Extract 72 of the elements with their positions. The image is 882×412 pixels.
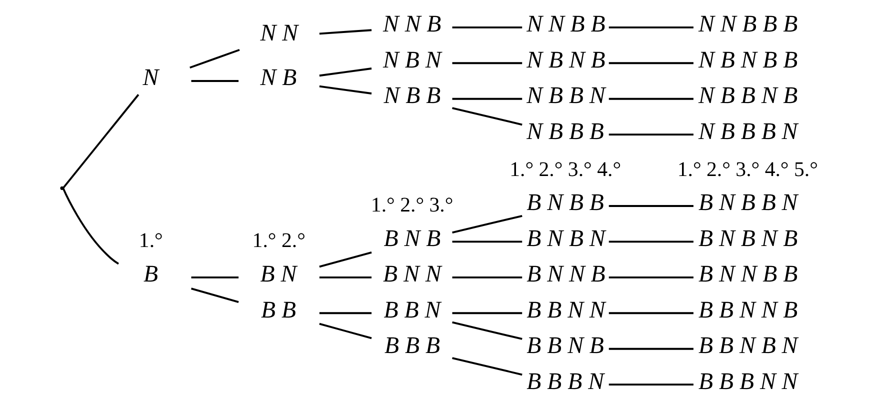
connector	[318, 68, 372, 77]
node-text: N B B	[383, 83, 440, 110]
label: 1.° 2.° 3.° 4.° 5.°	[676, 156, 818, 181]
connector	[318, 312, 372, 314]
node-text: N B N B	[526, 47, 605, 74]
node-text: B N B B	[526, 190, 604, 216]
connector	[608, 240, 693, 243]
node-text: B N	[260, 262, 296, 288]
connector	[608, 205, 693, 207]
node-text: B N B B N	[698, 190, 798, 216]
node-text: B	[142, 262, 158, 288]
connector	[452, 276, 522, 278]
connector	[608, 384, 693, 386]
node-text: N N B B B	[698, 12, 798, 38]
connector	[608, 312, 693, 314]
node-text: N B N B B	[698, 47, 798, 74]
connector	[452, 321, 522, 340]
connector	[608, 276, 693, 278]
connector	[452, 240, 522, 243]
node-text: B B N B	[526, 333, 604, 360]
connector	[452, 357, 522, 376]
node-text: N B B N	[526, 83, 605, 110]
connector	[452, 107, 522, 126]
node-text: B B N N B	[698, 297, 798, 324]
node-text: N B B N B	[698, 83, 798, 110]
label: 1.° 2.°	[252, 228, 305, 252]
node-text: B N B N B	[698, 226, 798, 252]
node-text: B B	[260, 297, 296, 324]
connector	[452, 214, 522, 234]
connector	[318, 85, 372, 94]
connector	[452, 26, 522, 28]
label: 1.°	[138, 228, 162, 252]
connector	[189, 48, 240, 69]
node-text: N B	[260, 65, 296, 92]
node-text: B N B N	[526, 226, 605, 252]
connector	[318, 322, 372, 340]
connector	[452, 62, 522, 64]
node-text: N B B B N	[698, 118, 798, 145]
node-text: N N B	[382, 12, 441, 38]
connector	[318, 29, 372, 35]
node-text: N B B B	[526, 118, 604, 145]
label: 1.° 2.° 3.°	[370, 192, 453, 217]
node-text: B N N	[382, 262, 441, 288]
node-text: B B N N	[526, 297, 605, 324]
node-text: B B N B N	[698, 333, 798, 360]
connector	[190, 288, 238, 303]
node-text: B B B	[384, 333, 440, 360]
connector	[608, 98, 693, 100]
connector	[608, 62, 693, 64]
connector	[452, 312, 522, 314]
node-text: B N B	[383, 226, 440, 252]
node-text: N B N	[382, 47, 441, 74]
node-point	[60, 186, 64, 190]
node-text: B B N	[383, 297, 440, 324]
node-text: N	[142, 65, 158, 92]
node-text: N N B B	[526, 12, 605, 38]
connector	[608, 134, 693, 136]
node-text: B N N B B	[698, 262, 798, 288]
connector	[608, 348, 693, 350]
connector	[190, 276, 238, 278]
node-text: B B B N N	[698, 368, 798, 395]
connector	[62, 188, 119, 265]
connector	[62, 94, 139, 189]
connector	[318, 252, 372, 268]
connector	[190, 80, 238, 82]
connector	[318, 276, 372, 278]
node-text: B B B N	[526, 368, 604, 395]
connector	[608, 26, 693, 28]
node-text: N N	[260, 20, 298, 47]
node-text: B N N B	[526, 262, 605, 288]
label: 1.° 2.° 3.° 4.°	[509, 156, 621, 181]
connector	[452, 98, 522, 100]
